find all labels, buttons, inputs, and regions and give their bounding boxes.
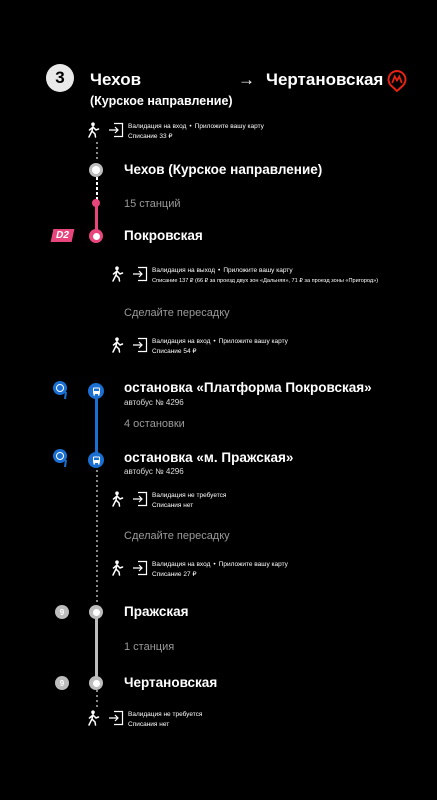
bus-stop-node bbox=[88, 383, 104, 399]
route-origin: Чехов bbox=[90, 70, 142, 89]
validation-cost: Списание 54 ₽ bbox=[152, 348, 197, 355]
validation-title: Валидация на выход bbox=[152, 267, 216, 274]
station-name: Чертановская bbox=[124, 675, 218, 690]
validation-entry: Валидация на вход•Приложите вашу карту С… bbox=[110, 560, 288, 580]
walking-person-icon bbox=[112, 491, 124, 507]
validation-hint: Приложите вашу карту bbox=[218, 561, 288, 568]
validation-separator: • bbox=[218, 267, 221, 274]
validation-cost: Списание 27 ₽ bbox=[152, 571, 197, 578]
timeline-dashed-segment bbox=[96, 177, 98, 201]
bus-route-label: автобус № 4296 bbox=[124, 398, 184, 407]
walking-person-icon bbox=[88, 122, 100, 138]
walking-person-icon bbox=[112, 266, 124, 282]
validation-entry-icon bbox=[133, 337, 148, 353]
bus-stop-node bbox=[88, 452, 104, 468]
validation-exit: Валидация на выход•Приложите вашу карту … bbox=[110, 266, 378, 286]
station-name: Чехов (Курское направление) bbox=[124, 162, 323, 177]
station-name: Пражская bbox=[124, 604, 189, 619]
stops-count: 4 остановки bbox=[124, 418, 185, 430]
walking-person-icon bbox=[112, 337, 124, 353]
validation-cost: Списание 137 ₽ (66 ₽ за проезд двух зон … bbox=[152, 278, 379, 284]
validation-title: Валидация на вход bbox=[152, 561, 211, 568]
validation-hint: Приложите вашу карту bbox=[194, 123, 264, 130]
validation-entry: Валидация на вход•Приложите вашу карту С… bbox=[110, 337, 288, 357]
walking-person-icon bbox=[88, 710, 100, 726]
mcd-line-segment bbox=[95, 205, 98, 231]
station-node bbox=[89, 163, 103, 177]
route-arrow-icon: → bbox=[238, 70, 255, 89]
station-node bbox=[89, 605, 103, 619]
metro-line-9-segment bbox=[95, 614, 98, 680]
validation-cost: Списания нет bbox=[152, 502, 194, 509]
validation-not-required: Валидация не требуется Списания нет bbox=[86, 710, 202, 730]
timeline-transfer-dots bbox=[96, 470, 98, 604]
validation-title: Валидация на вход bbox=[152, 338, 211, 345]
validation-cost: Списание 33 ₽ bbox=[128, 133, 173, 140]
validation-title: Валидация на вход bbox=[128, 123, 187, 130]
validation-not-required: Валидация не требуется Списания нет bbox=[110, 491, 226, 511]
bus-icon bbox=[92, 387, 100, 395]
route-number-badge: 3 bbox=[46, 64, 74, 92]
validation-exit-icon bbox=[133, 266, 148, 282]
bus-icon bbox=[92, 456, 100, 464]
transfer-hint: Сделайте пересадку bbox=[124, 307, 230, 319]
stop-name: остановка «м. Пражская» bbox=[124, 450, 294, 465]
route-destination: Чертановская bbox=[266, 70, 384, 89]
station-node bbox=[89, 229, 103, 243]
validation-entry: Валидация на вход•Приложите вашу карту С… bbox=[86, 122, 264, 142]
validation-hint: Приложите вашу карту bbox=[223, 267, 293, 274]
walking-person-icon bbox=[112, 560, 124, 576]
validation-separator: • bbox=[189, 123, 192, 130]
d2-line-badge: D2 bbox=[50, 229, 75, 242]
route-origin-direction: (Курское направление) bbox=[90, 94, 233, 108]
stations-count: 1 станция bbox=[124, 641, 175, 653]
metro-line-9-badge: 9 bbox=[55, 605, 69, 619]
stop-name: остановка «Платформа Покровская» bbox=[124, 380, 372, 395]
metro-line-9-badge: 9 bbox=[55, 676, 69, 690]
timeline-dotted-segment bbox=[96, 142, 98, 162]
transfer-hint: Сделайте пересадку bbox=[124, 530, 230, 542]
validation-separator: • bbox=[213, 338, 216, 345]
validation-entry-icon bbox=[109, 122, 124, 138]
mosgortrans-logo-icon bbox=[53, 381, 67, 400]
stations-count: 15 станций bbox=[124, 198, 181, 210]
validation-cost: Списания нет bbox=[128, 721, 170, 728]
mosgortrans-logo-icon bbox=[53, 449, 67, 468]
validation-hint: Приложите вашу карту bbox=[218, 338, 288, 345]
validation-title: Валидация не требуется bbox=[128, 711, 203, 718]
intermediate-node bbox=[92, 199, 100, 207]
bus-route-label: автобус № 4296 bbox=[124, 467, 184, 476]
validation-entry-icon bbox=[133, 491, 148, 507]
timeline-dotted-segment bbox=[96, 690, 98, 710]
validation-entry-icon bbox=[133, 560, 148, 576]
bus-line-segment bbox=[95, 394, 98, 458]
metro-logo-icon bbox=[387, 70, 407, 92]
validation-separator: • bbox=[213, 561, 216, 568]
station-name: Покровская bbox=[124, 228, 203, 243]
station-node bbox=[89, 676, 103, 690]
validation-title: Валидация не требуется bbox=[152, 492, 227, 499]
timeline-transfer-dots bbox=[96, 244, 98, 382]
validation-entry-icon bbox=[109, 710, 124, 726]
